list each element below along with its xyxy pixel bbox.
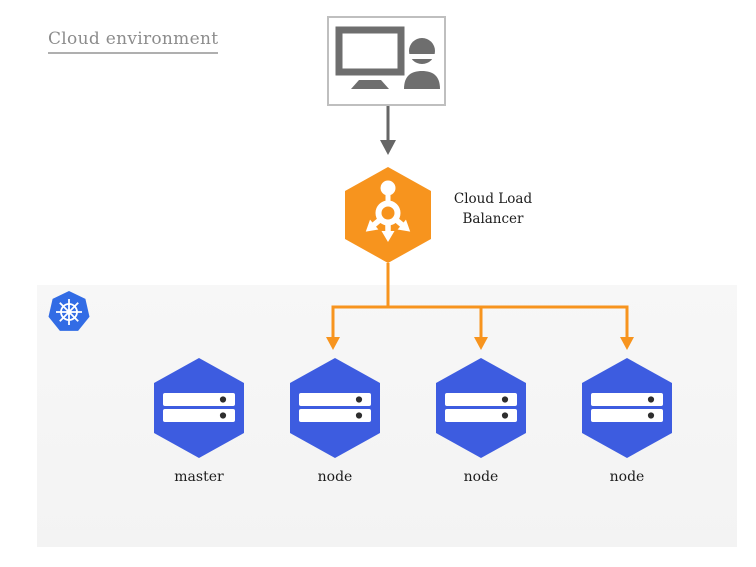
server-icon (163, 393, 235, 422)
server-icon (299, 393, 371, 422)
client-to-lb-arrow (380, 106, 396, 155)
diagram-title: Cloud environment (48, 29, 219, 54)
node-hexagon-shape (290, 358, 380, 458)
load-balancer-icon (365, 180, 411, 242)
client-user-icon (335, 26, 440, 89)
client-box (327, 16, 446, 106)
node-hexagon-2 (436, 358, 526, 458)
kubernetes-helm-icon (56, 299, 82, 325)
kubernetes-logo (48, 291, 90, 331)
person-icon (403, 38, 440, 89)
load-balancer-hexagon (345, 167, 431, 263)
node-label-1: node (317, 469, 353, 485)
node-hexagon-3 (582, 358, 672, 458)
node-hexagon-1 (290, 358, 380, 458)
node-hexagon-shape (436, 358, 526, 458)
node-hexagon-shape (582, 358, 672, 458)
monitor-icon (335, 26, 404, 89)
server-icon (591, 393, 663, 422)
node-hexagon-shape (154, 358, 244, 458)
node-hexagon-master (154, 358, 244, 458)
node-label-2: node (463, 469, 499, 485)
load-balancer-label: Cloud Load Balancer (453, 191, 533, 227)
node-label-master: master (174, 469, 224, 485)
load-balancer-hexagon-shape (345, 167, 431, 263)
node-label-3: node (609, 469, 645, 485)
server-icon (445, 393, 517, 422)
